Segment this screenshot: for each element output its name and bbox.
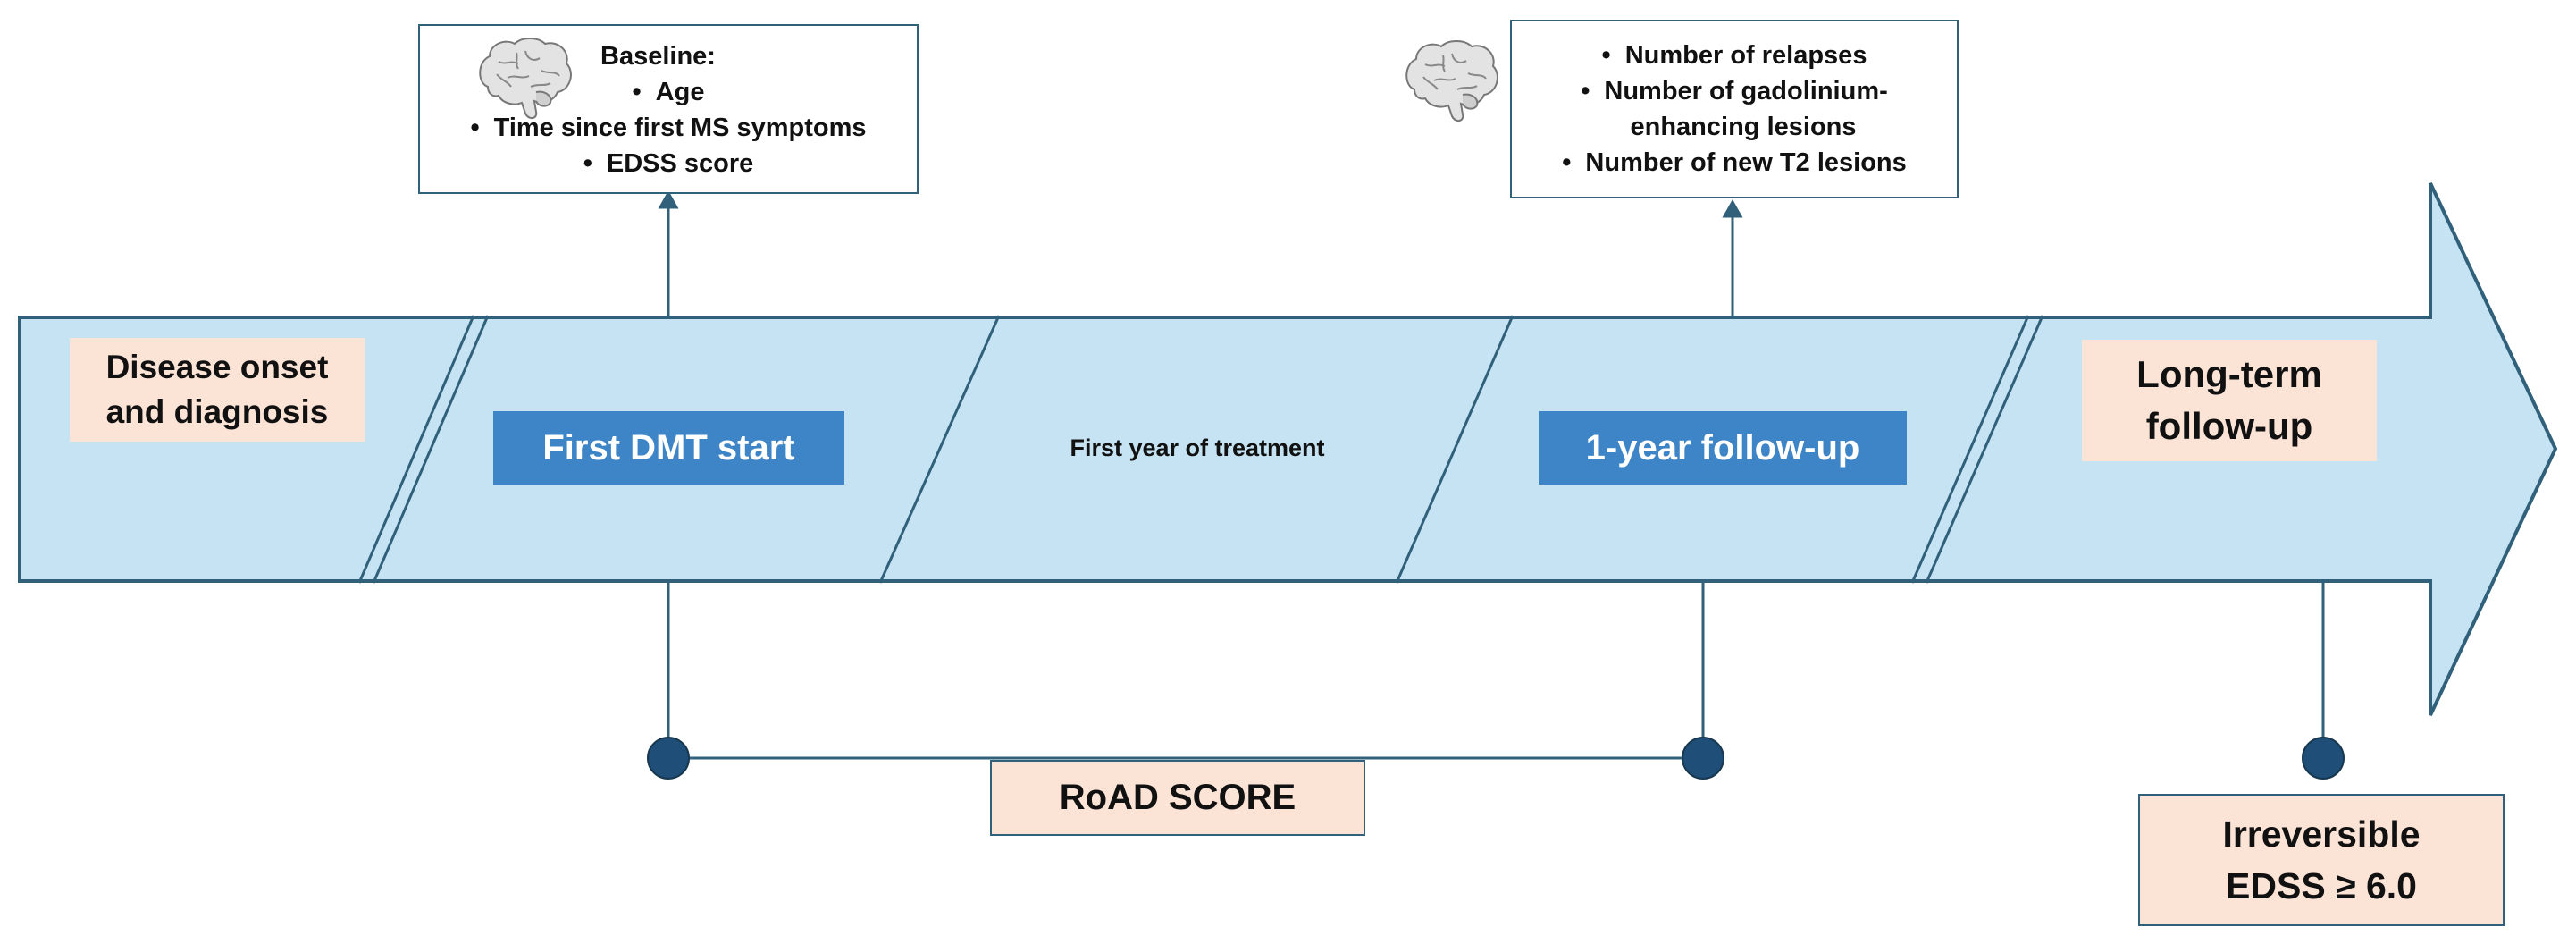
- outcome-line-2: EDSS ≥ 6.0: [2226, 865, 2417, 906]
- onset-line-2: and diagnosis: [105, 393, 329, 430]
- separator-2: [878, 315, 1001, 584]
- baseline-arrowhead: [658, 190, 679, 209]
- bullet: •: [1562, 148, 1572, 177]
- followup-item-relapses: • Number of relapses: [1512, 38, 1957, 73]
- baseline-item-time-text: Time since first MS symptoms: [493, 114, 867, 142]
- followup-item-gadolinium-text: Number of gadolinium-: [1604, 77, 1888, 105]
- separator-1b: [372, 315, 490, 584]
- bullet: •: [470, 114, 480, 142]
- first-year-text: First year of treatment: [1070, 434, 1325, 461]
- baseline-title: Baseline:: [600, 42, 716, 71]
- baseline-item-edss-text: EDSS score: [606, 149, 754, 178]
- separator-4b: [1925, 315, 2044, 584]
- separator-4a: [1910, 315, 2030, 584]
- followup-item-t2: • Number of new T2 lesions: [1512, 145, 1957, 181]
- brain-icon: [1405, 40, 1498, 122]
- long-term-line-1: Long-term: [2136, 353, 2322, 395]
- long-term-line-2: follow-up: [2145, 405, 2313, 447]
- followup-arrowhead: [1722, 198, 1743, 218]
- bullet: •: [1601, 41, 1611, 70]
- road-left-node: [647, 737, 690, 780]
- phase-onset-label: Disease onset and diagnosis: [70, 338, 365, 442]
- road-score-label: RoAD SCORE: [990, 760, 1365, 836]
- timeline-arrow: [18, 182, 2558, 716]
- baseline-item-time: • Time since first MS symptoms: [420, 110, 917, 146]
- bullet: •: [1581, 77, 1590, 105]
- outcome-line-1: Irreversible: [2222, 813, 2421, 855]
- phase-dmt-start-label: First DMT start: [493, 411, 844, 485]
- baseline-item-age-text: Age: [655, 78, 705, 106]
- road-score-text: RoAD SCORE: [1059, 778, 1296, 817]
- dmt-start-text: First DMT start: [542, 427, 795, 468]
- onset-line-1: Disease onset: [105, 349, 329, 385]
- baseline-item-age: • Age: [420, 74, 917, 110]
- phase-long-term-label: Long-term follow-up: [2082, 340, 2377, 461]
- followup-item-t2-text: Number of new T2 lesions: [1585, 148, 1907, 177]
- followup-item-relapses-text: Number of relapses: [1624, 41, 1867, 70]
- baseline-item-edss: • EDSS score: [420, 146, 917, 181]
- baseline-info-box: Baseline: • Age • Time since first MS symp…: [418, 24, 919, 194]
- phase-separators: [357, 315, 2044, 584]
- phase-first-year-label: First year of treatment: [965, 425, 1430, 471]
- followup-item-gadolinium-cont-text: enhancing lesions: [1630, 113, 1857, 141]
- phase-one-year-followup-label: 1-year follow-up: [1539, 411, 1907, 485]
- bullet: •: [632, 78, 642, 106]
- road-right-node: [1682, 737, 1724, 780]
- followup-info-box: • Number of relapses • Number of gadoliniu…: [1510, 20, 1959, 198]
- separator-3: [1395, 315, 1515, 584]
- one-year-followup-text: 1-year follow-up: [1585, 427, 1860, 468]
- brain-icon: [479, 38, 572, 119]
- outcome-box: Irreversible EDSS ≥ 6.0: [2138, 794, 2505, 926]
- followup-item-gadolinium: • Number of gadolinium-: [1512, 73, 1957, 109]
- separator-1a: [357, 315, 475, 584]
- outcome-node: [2302, 737, 2345, 780]
- followup-item-gadolinium-cont: enhancing lesions: [1512, 109, 1957, 145]
- bullet: •: [583, 149, 592, 178]
